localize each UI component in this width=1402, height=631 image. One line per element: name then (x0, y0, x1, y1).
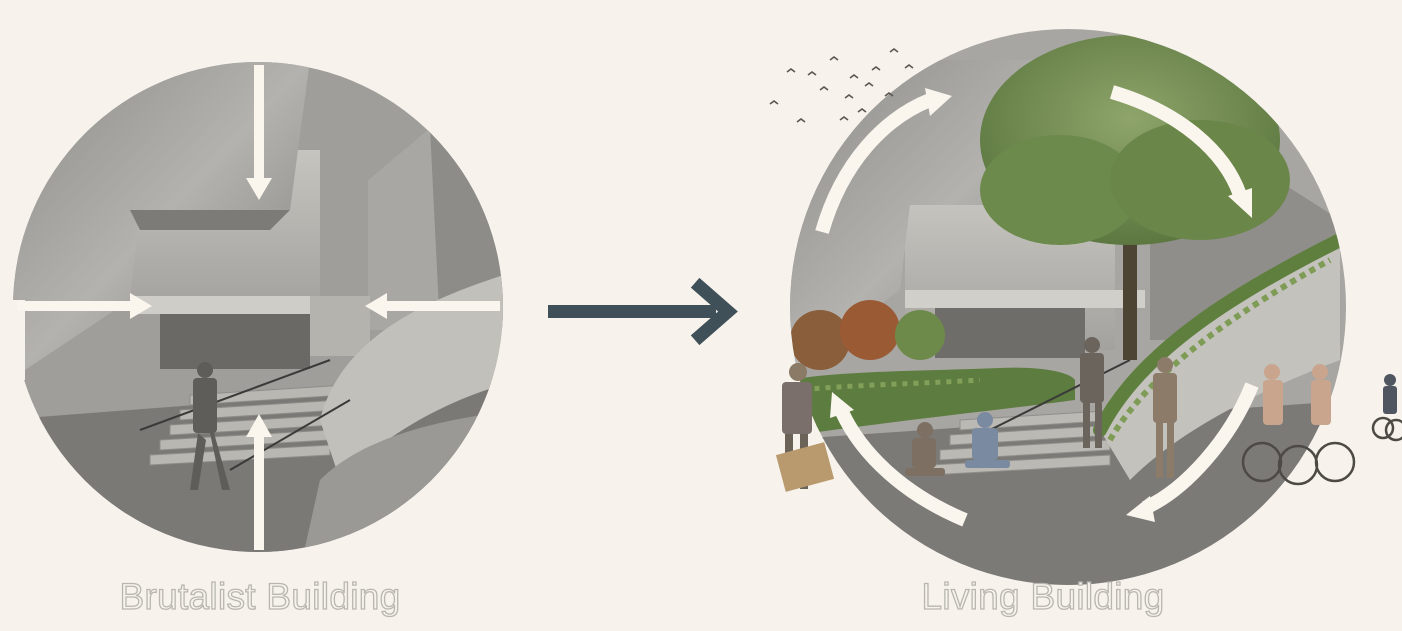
right-arrow-icon (548, 287, 728, 336)
caption-living-building: Living Building (843, 572, 1243, 622)
living-building-scene (750, 20, 1402, 600)
caption-brutalist-building: Brutalist Building (60, 572, 460, 622)
